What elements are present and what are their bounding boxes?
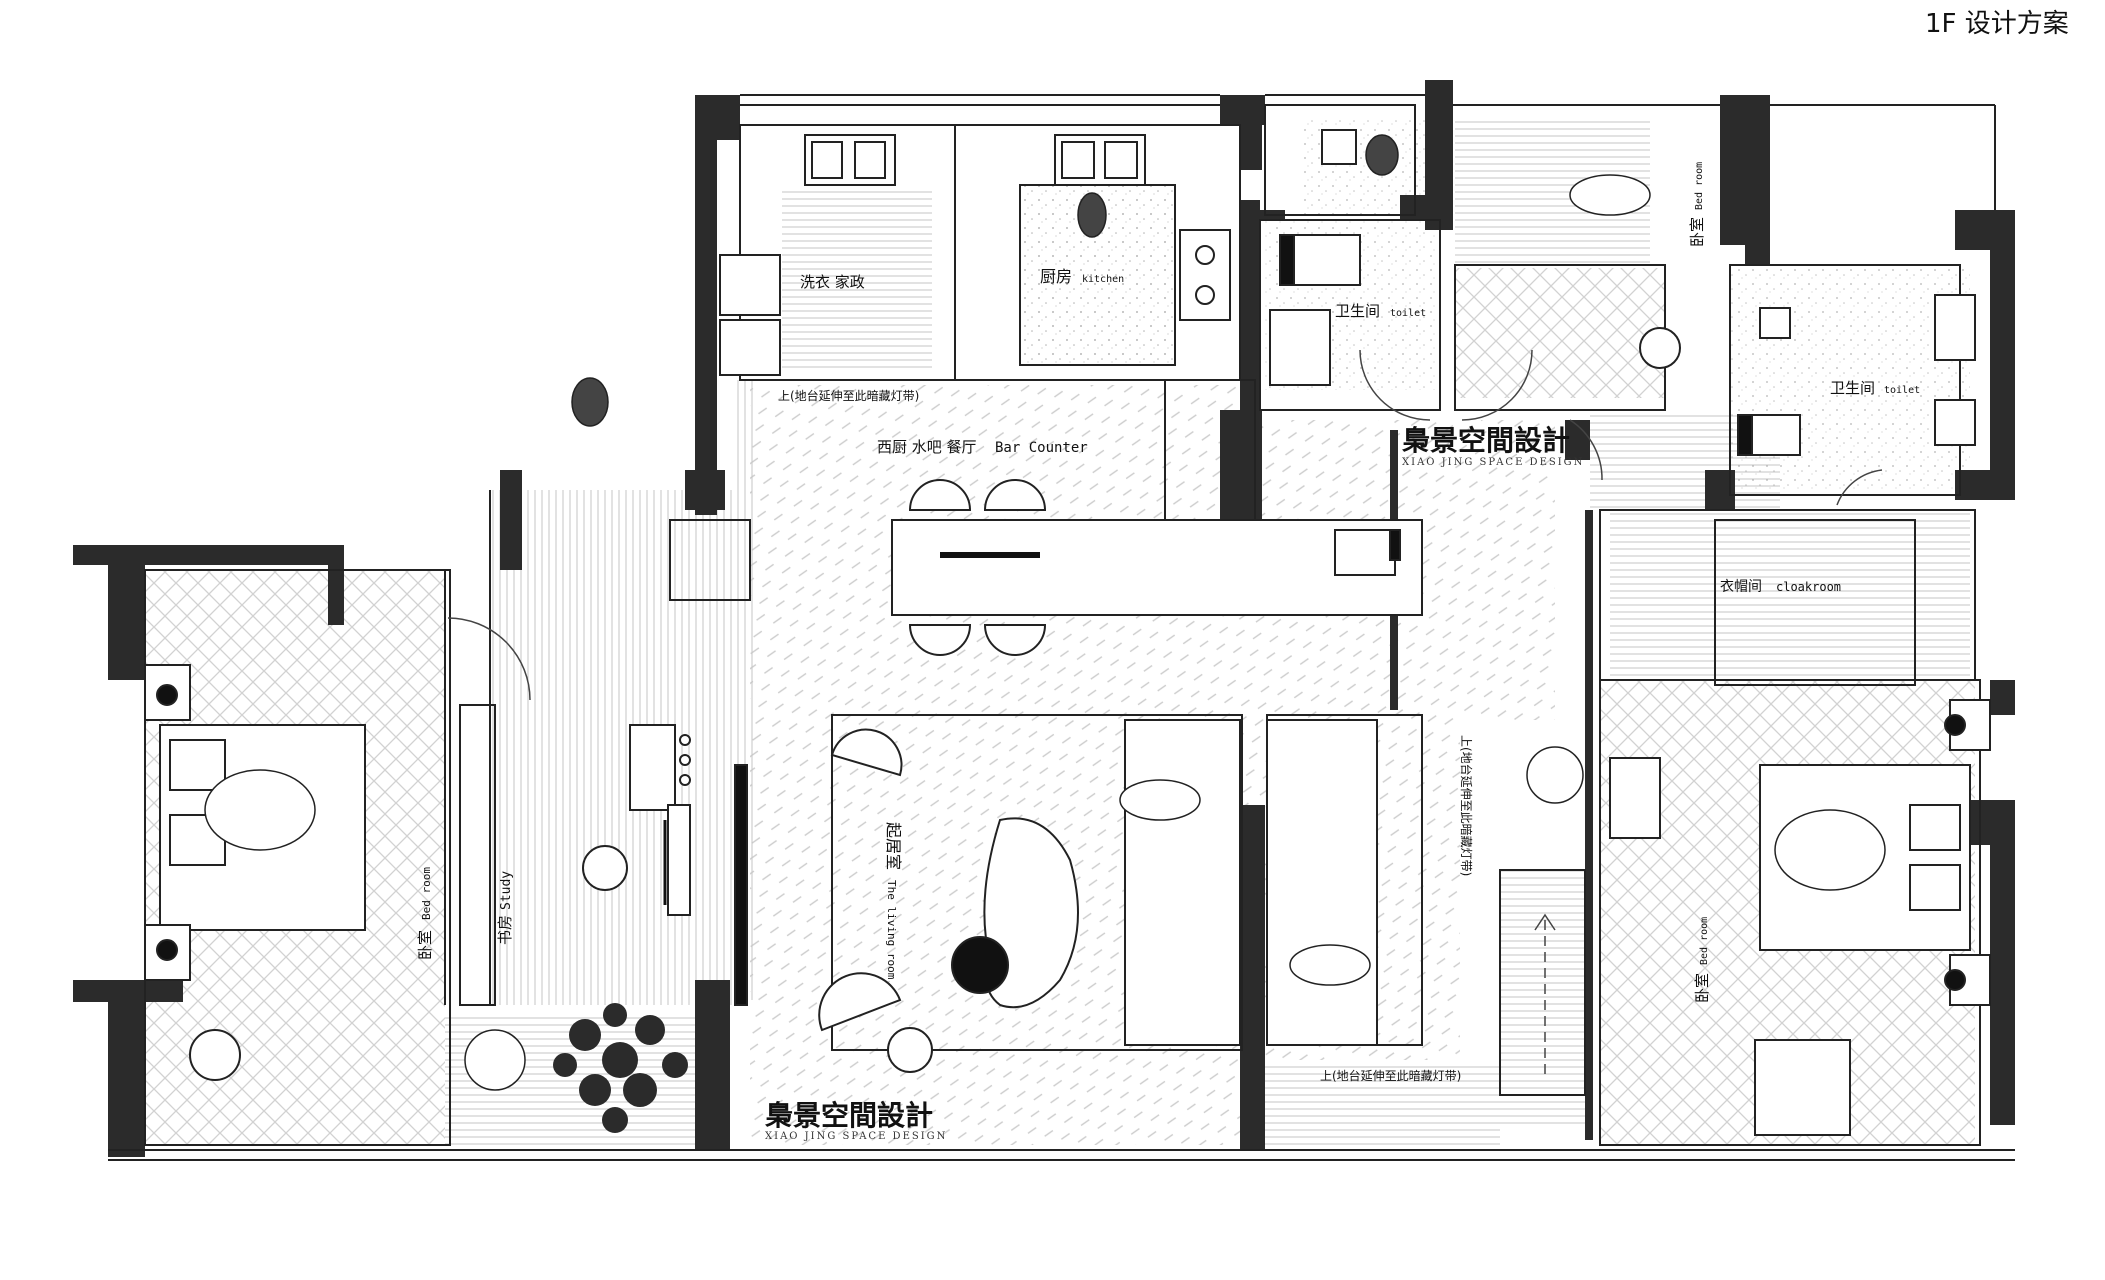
label-toilet-1: 卫生间 [1335, 302, 1380, 320]
walls [73, 80, 2015, 1157]
label-bedroom-right: 卧室 [1693, 973, 1711, 1003]
label-toilet-2-en: toilet [1884, 385, 1920, 396]
label-cloakroom: 衣帽间 [1720, 579, 1762, 595]
brand-subtitle-top: XIAO JING SPACE DESIGN [1402, 457, 1584, 468]
label-toilet-1-en: toilet [1390, 308, 1426, 319]
label-bedroom-top-en: Bed room [1694, 162, 1705, 210]
label-bedroom-left-en: Bed room [420, 867, 433, 920]
brand-logo-bottom: 梟景空間設計 [764, 1099, 933, 1132]
notes: 上(地台延伸至此暗藏灯带) 上(地台延伸至此暗藏灯带) 上(地台延伸至此暗藏灯带… [778, 388, 1474, 1083]
people-figures [204, 134, 1886, 1091]
label-cloakroom-en: cloakroom [1776, 580, 1841, 594]
tree-plant [553, 1003, 688, 1133]
label-living: 起居室 [884, 822, 903, 870]
label-toilet-2: 卫生间 [1830, 379, 1875, 397]
room-labels: 洗衣 家政 厨房 kitchen 卫生间 toilet 卫生间 toilet 卧… [416, 162, 1920, 1003]
door-swings [447, 349, 1883, 1080]
page-title: 1F 设计方案 [1925, 9, 2069, 39]
label-study-en: Study [499, 871, 514, 910]
label-dining-en: Bar Counter [995, 440, 1088, 456]
note-step-top: 上(地台延伸至此暗藏灯带) [778, 388, 919, 403]
label-laundry: 洗衣 家政 [800, 273, 865, 291]
label-bedroom-right-en: Bed room [1699, 917, 1710, 965]
label-dining: 西厨 水吧 餐厅 [877, 438, 977, 456]
outlines [108, 94, 2015, 1161]
label-living-en: The living room [885, 880, 898, 980]
label-kitchen: 厨房 [1040, 267, 1072, 286]
note-step-right: 上(地台延伸至此暗藏灯带) [1459, 735, 1474, 876]
label-bedroom-top: 卧室 [1688, 217, 1706, 247]
label-bedroom-left: 卧室 [416, 930, 434, 960]
brand-subtitle-bottom: XIAO JING SPACE DESIGN [765, 1131, 947, 1142]
note-step-bottom: 上(地台延伸至此暗藏灯带) [1320, 1068, 1461, 1083]
label-study: 书房 [496, 915, 514, 945]
brand-logo-top: 梟景空間設計 [1401, 424, 1570, 457]
label-kitchen-en: kitchen [1082, 274, 1124, 285]
